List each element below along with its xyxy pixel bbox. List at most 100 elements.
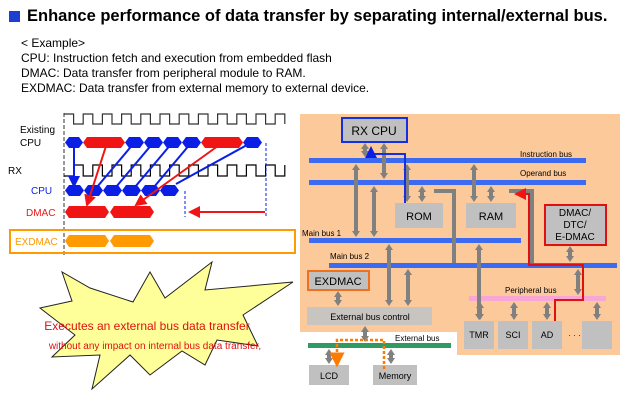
rx-cpu-segment	[122, 185, 141, 196]
callout-line-2: without any impact on internal bus data …	[48, 341, 261, 352]
label-existing-cpu: CPU	[20, 138, 41, 149]
lcd-box	[309, 365, 349, 385]
page-title: Enhance performance of data transfer by …	[9, 7, 607, 26]
rom-box	[395, 203, 443, 228]
rx-cpu-segment	[84, 185, 103, 196]
arrowhead-icon	[475, 244, 483, 250]
rx-cpu-box	[341, 117, 408, 143]
existing-dmac-segment	[201, 137, 243, 148]
arrowhead-icon	[543, 314, 551, 320]
arrowhead-icon	[574, 269, 582, 275]
arrowhead-icon	[380, 173, 388, 179]
timing-arrows	[68, 139, 267, 218]
dmac-row	[65, 206, 154, 218]
arrowhead-icon	[593, 302, 601, 308]
arrowhead-icon	[418, 196, 426, 202]
arrowhead-icon	[470, 196, 478, 202]
existing-cpu-segment	[125, 137, 144, 148]
rx-cpu-segment	[141, 185, 160, 196]
rx-cpu-segment	[65, 185, 84, 196]
arrowhead-icon	[404, 269, 412, 275]
cpu-fetch-path	[365, 146, 406, 203]
external-bus-label: External bus	[395, 334, 439, 343]
arrow-cpu-6	[175, 139, 257, 185]
main-bus-1	[309, 238, 521, 243]
label-dmac: DMAC	[26, 208, 55, 219]
arrowhead-icon	[325, 358, 333, 364]
rx-clock-waveform	[64, 164, 286, 177]
arrowhead-icon	[487, 196, 495, 202]
starburst-callout	[38, 260, 294, 391]
arrowhead-icon	[566, 246, 574, 252]
title-text: Enhance performance of data transfer by …	[27, 7, 608, 25]
existing-clock-waveform	[64, 113, 286, 125]
dmac-segment	[65, 206, 109, 218]
lcd-label: LCD	[320, 371, 339, 381]
arrowhead-icon	[404, 300, 412, 306]
arrowhead-icon	[593, 314, 601, 320]
arrowhead-icon	[334, 300, 342, 306]
label-existing: Existing	[20, 125, 55, 136]
main-bus-1-label: Main bus 1	[302, 229, 342, 238]
arrow-cpu-2	[96, 142, 135, 188]
more-peripherals-ellipsis: · · · ·	[568, 331, 585, 340]
existing-cpu-segment	[163, 137, 182, 148]
bus-connection-arrows	[325, 143, 601, 364]
exdmac-row	[65, 235, 154, 247]
existing-cpu-segment	[182, 137, 201, 148]
ad-box	[532, 321, 562, 349]
dmac-label-3: E-DMAC	[555, 232, 594, 243]
operand-bus-label: Operand bus	[520, 169, 566, 178]
peripheral-bus	[469, 296, 606, 301]
example-text-block: < Example> CPU: Instruction fetch and ex…	[21, 36, 369, 96]
ram-label: RAM	[479, 211, 503, 223]
main-bus-2-label: Main bus 2	[330, 252, 370, 261]
arrowhead-icon	[385, 244, 393, 250]
ad-label: AD	[541, 330, 554, 340]
tmr-label: TMR	[469, 330, 489, 340]
existing-cpu-row	[65, 137, 262, 148]
existing-cpu-segment	[65, 137, 83, 148]
callout-line-1: Executes an external bus data transfer	[44, 319, 249, 333]
arrowhead-icon	[370, 186, 378, 192]
exdmac-segment	[65, 235, 109, 247]
exdmac-segment	[110, 235, 154, 247]
arrowhead-icon	[418, 186, 426, 192]
arrowhead-icon	[352, 164, 360, 170]
arrowhead-icon	[476, 302, 484, 308]
arrowhead-icon	[334, 291, 342, 297]
arrowhead-icon	[385, 300, 393, 306]
rx-cpu-label: RX CPU	[351, 124, 396, 138]
memory-box	[373, 365, 417, 385]
operand-bus	[309, 180, 586, 185]
existing-dmac-segment	[83, 137, 125, 148]
instruction-bus-label: Instruction bus	[520, 150, 572, 159]
bullet-square-icon	[9, 11, 20, 22]
arrow-dmac-2	[134, 142, 223, 207]
chip-background	[300, 114, 620, 355]
dmac-label-2: DTC/	[563, 220, 587, 231]
arrow-cpu-5	[153, 142, 192, 188]
exdmac-highlight-box	[9, 229, 296, 254]
peripheral-bus-label: Peripheral bus	[505, 286, 557, 295]
external-bus-control-label: External bus control	[330, 312, 410, 322]
arrowhead-icon	[510, 314, 518, 320]
exdmac-box	[307, 270, 370, 291]
exdmac-label: EXDMAC	[314, 276, 361, 288]
label-cpu: CPU	[31, 186, 52, 197]
existing-cpu-segment	[144, 137, 163, 148]
arrowhead-icon	[325, 349, 333, 355]
tmr-box	[464, 321, 494, 349]
other-peripheral-box	[582, 321, 612, 349]
arrowhead-icon	[352, 231, 360, 237]
arrowhead-icon	[487, 186, 495, 192]
sci-label: SCI	[505, 330, 520, 340]
arrowhead-icon	[387, 349, 395, 355]
arrowhead-icon	[574, 289, 582, 295]
arrowhead-icon	[387, 358, 395, 364]
arrowhead-icon	[370, 231, 378, 237]
example-heading: < Example>	[21, 36, 86, 50]
sci-box	[498, 321, 528, 349]
external-bus	[308, 343, 451, 348]
rx-cpu-segment	[160, 185, 179, 196]
